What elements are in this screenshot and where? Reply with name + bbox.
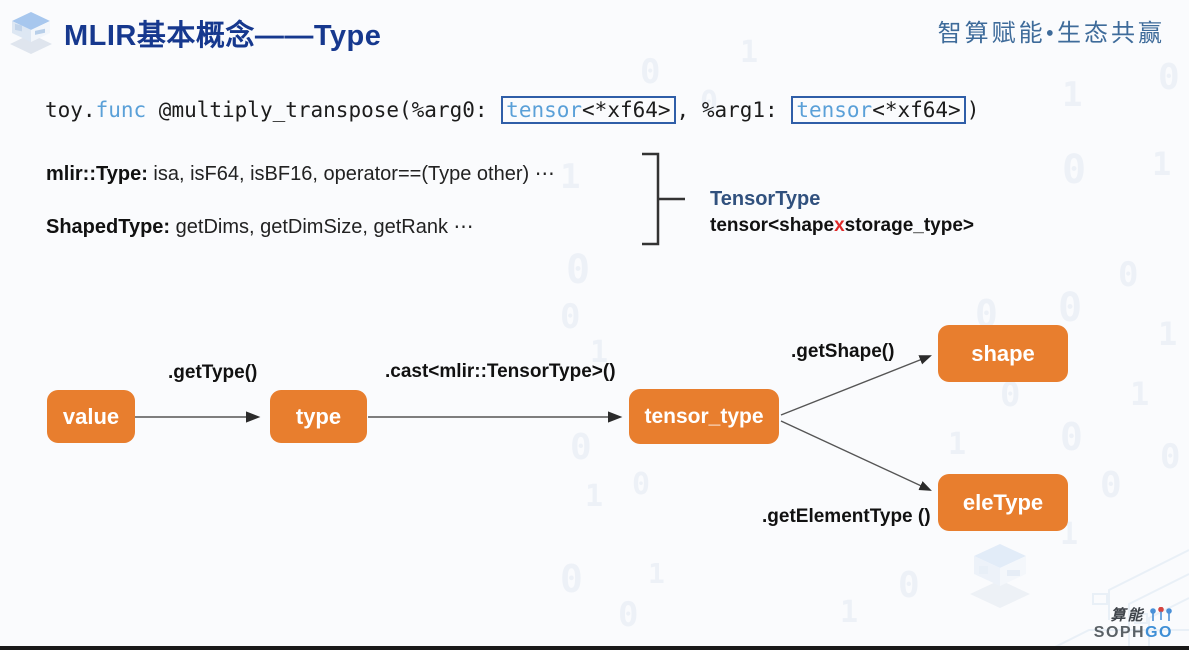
- brand-chinese: 算能: [1110, 606, 1145, 624]
- background-binary-digit: 1: [1152, 145, 1172, 183]
- tensor-keyword: tensor: [796, 98, 873, 122]
- code-args: @multiply_transpose(%arg0:: [146, 98, 501, 122]
- brand-block: 算能 SOPHGO: [1094, 606, 1173, 642]
- tensor-keyword: tensor: [506, 98, 583, 122]
- code-close-paren: ): [966, 98, 980, 122]
- background-binary-digit: 0: [570, 427, 592, 468]
- background-binary-digit: 1: [585, 479, 604, 514]
- page-title: MLIR基本概念——Type: [64, 20, 382, 52]
- background-binary-digit: 0: [1160, 437, 1181, 477]
- background-binary-digit: 0: [632, 467, 651, 502]
- node-type: type: [270, 390, 367, 443]
- node-value: value: [47, 390, 135, 443]
- background-binary-digit: 1: [648, 557, 665, 590]
- background-binary-digit: 0: [1158, 57, 1180, 98]
- background-binary-digit: 0: [1062, 147, 1087, 193]
- tensor-params: <*xf64>: [872, 98, 961, 122]
- background-binary-digit: 0: [1100, 465, 1122, 506]
- background-binary-digit: 0: [1058, 285, 1083, 331]
- brand-circuit-icon: [1150, 606, 1172, 621]
- code-obj: toy.: [45, 98, 96, 122]
- node-tensor-type: tensor_type: [629, 389, 779, 444]
- callout-syntax: tensor<shapexstorage_type>: [710, 213, 974, 239]
- syntax-post: storage_type>: [844, 215, 975, 236]
- background-binary-digit: 0: [898, 565, 920, 606]
- note-label: mlir::Type:: [46, 163, 148, 185]
- bottom-edge-bar: [0, 646, 1189, 650]
- edge-tensortype-to-shape: [780, 355, 932, 416]
- edge-label-getshape: .getShape(): [791, 341, 895, 362]
- background-binary-digit: 0: [975, 292, 998, 336]
- code-separator: , %arg1:: [676, 98, 791, 122]
- note-mlir-type: mlir::Type: isa, isF64, isBF16, operator…: [46, 161, 555, 186]
- background-binary-digit: 0: [1118, 255, 1139, 295]
- note-label: ShapedType:: [46, 216, 171, 238]
- tensor-type-callout: TensorType tensor<shapexstorage_type>: [710, 186, 974, 239]
- note-items: isa, isF64, isBF16, operator==(Type othe…: [147, 163, 555, 185]
- watermark-cube-icon: [960, 536, 1040, 619]
- circuit-pattern: [1048, 549, 1189, 650]
- brand-english: SOPHGO: [1094, 624, 1173, 642]
- node-eletype: eleType: [938, 474, 1068, 531]
- node-shape: shape: [938, 325, 1068, 382]
- slogan-text: 智算赋能•生态共赢: [937, 21, 1165, 47]
- background-binary-digit: 0: [700, 85, 719, 120]
- edge-label-gettype: .getType(): [168, 362, 258, 383]
- background-binary-digit: 1: [1158, 315, 1178, 353]
- background-binary-digit: 1: [1130, 375, 1150, 413]
- background-binary-digit: 0: [1000, 375, 1021, 415]
- edge-label-getelementtype: .getElementType (): [762, 506, 931, 527]
- background-binary-digit: 0: [566, 247, 591, 293]
- background-binary-digit: 0: [560, 297, 581, 337]
- background-binary-digit: 1: [590, 335, 609, 370]
- brand-go: GO: [1145, 624, 1173, 642]
- background-binary-digit: 1: [948, 427, 967, 462]
- tensor-type-box-2: tensor<*xf64>: [791, 96, 966, 124]
- callout-title: TensorType: [710, 188, 821, 210]
- tensor-type-box-1: tensor<*xf64>: [501, 96, 676, 124]
- background-binary-digit: 1: [840, 595, 859, 630]
- brand-soph: SOPH: [1093, 624, 1146, 642]
- background-binary-digit: 1: [560, 157, 581, 197]
- syntax-x-red: x: [834, 215, 845, 236]
- edge-label-cast: .cast<mlir::TensorType>(): [385, 361, 616, 382]
- background-binary-digit: 1: [1062, 75, 1083, 115]
- background-binary-digit: 1: [740, 35, 759, 70]
- syntax-pre: tensor<shape: [710, 215, 835, 236]
- code-line: toy.func @multiply_transpose(%arg0: tens…: [45, 96, 979, 124]
- background-binary-digit: 0: [640, 52, 661, 92]
- note-shaped-type: ShapedType: getDims, getDimSize, getRank…: [46, 214, 474, 239]
- background-binary-digit: 0: [1060, 415, 1083, 459]
- tensor-params: <*xf64>: [582, 98, 671, 122]
- edge-tensortype-to-eletype: [780, 420, 932, 491]
- cube-logo-icon: [6, 6, 56, 63]
- background-binary-digit: 0: [560, 557, 583, 601]
- code-keyword: func: [95, 98, 147, 122]
- background-binary-digit: 0: [618, 595, 639, 635]
- note-items: getDims, getDimSize, getRank ⋯: [170, 216, 474, 238]
- grouping-bracket: [638, 150, 690, 253]
